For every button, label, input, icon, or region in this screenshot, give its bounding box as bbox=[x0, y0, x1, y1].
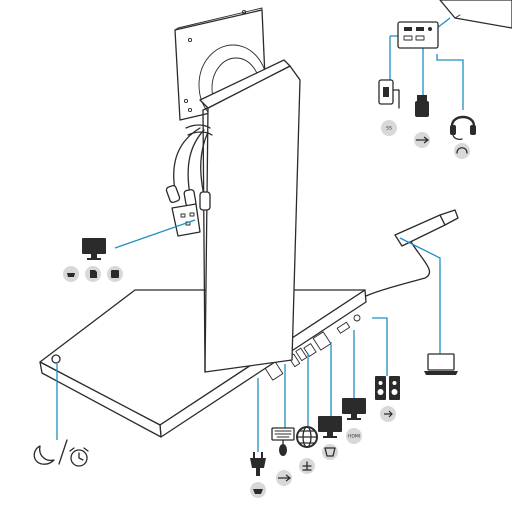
sleep-moon-icon bbox=[33, 445, 55, 465]
stand-column bbox=[174, 7, 301, 373]
laptop-corner bbox=[439, 0, 512, 29]
monitor-icon bbox=[82, 238, 106, 260]
hdmi-label: HDMI bbox=[348, 434, 360, 440]
slash-divider bbox=[58, 439, 68, 465]
monitor-icon bbox=[318, 416, 342, 438]
power-badges bbox=[63, 266, 123, 282]
power-cables bbox=[165, 124, 213, 237]
rear-ports-panel bbox=[264, 314, 361, 381]
power-plug-icon bbox=[250, 452, 266, 476]
usb-c-plug bbox=[394, 209, 459, 247]
vga-badge bbox=[322, 444, 338, 460]
usb-hub-icon bbox=[397, 21, 439, 49]
dock-cable bbox=[365, 239, 431, 297]
superspeed-usb-icon bbox=[381, 120, 397, 136]
smartphone-icon bbox=[378, 79, 400, 109]
usb-drive-icon bbox=[415, 95, 429, 117]
monitor-icon bbox=[342, 398, 366, 420]
callout-lines bbox=[56, 17, 464, 452]
power-button bbox=[51, 354, 61, 364]
speakers-icon bbox=[375, 376, 400, 400]
headset-jack-icon bbox=[454, 143, 470, 159]
keyboard-mouse-icon bbox=[271, 427, 295, 456]
headset-icon bbox=[450, 115, 476, 141]
usb-badges: SS bbox=[381, 120, 470, 159]
superspeed-usb-label: SS bbox=[386, 126, 392, 132]
network-globe-icon bbox=[296, 426, 318, 448]
laptop-icon bbox=[424, 353, 458, 375]
alarm-clock-icon bbox=[69, 447, 89, 467]
hdmi-badge bbox=[346, 428, 362, 444]
